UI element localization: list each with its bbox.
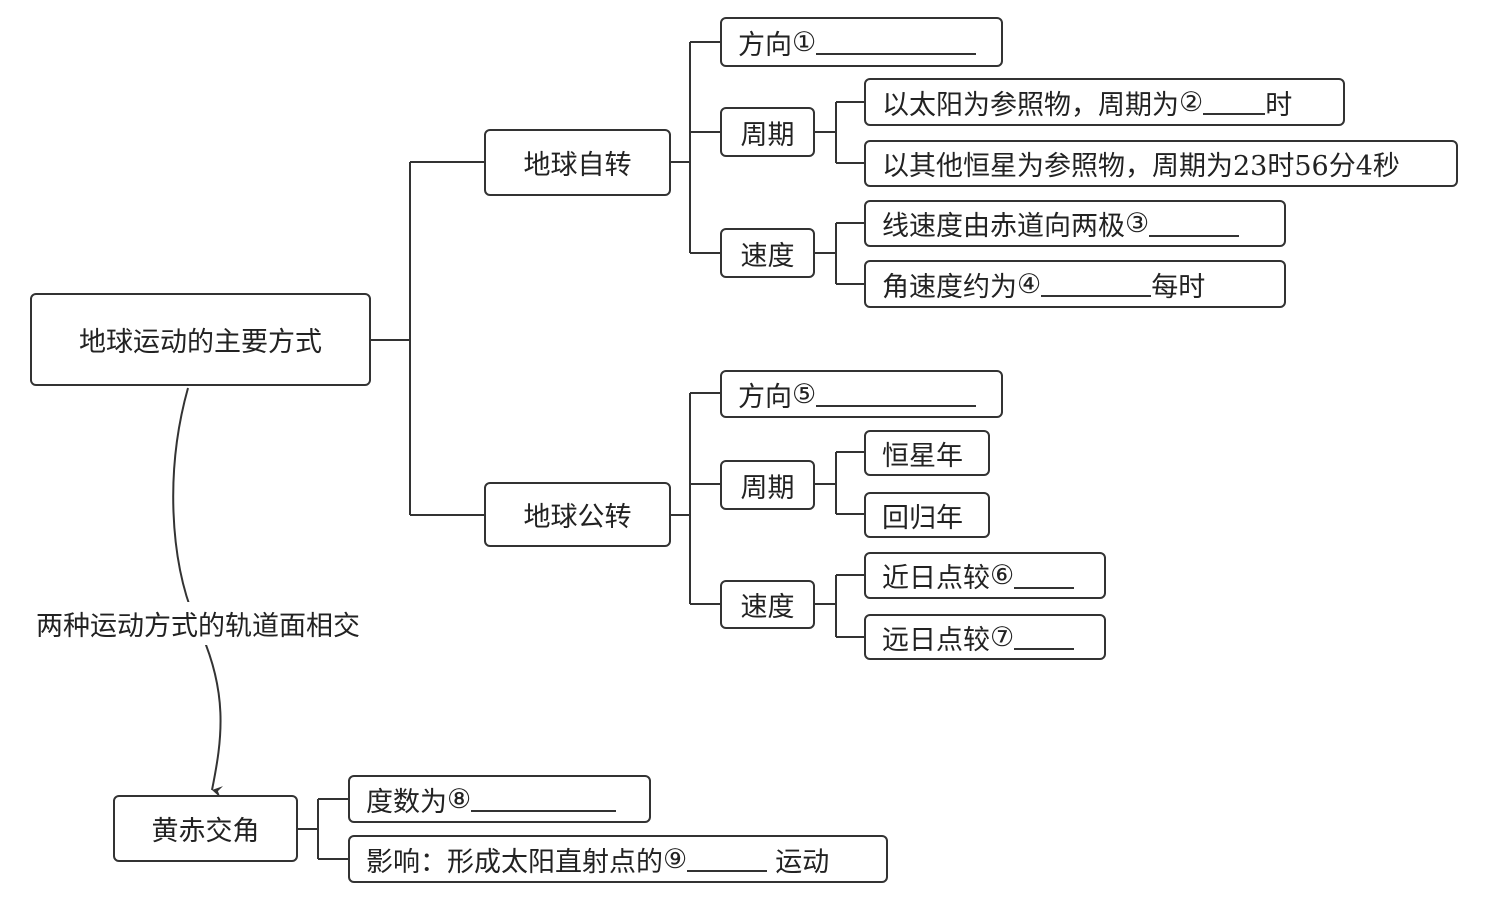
- connector-label: 两种运动方式的轨道面相交: [36, 602, 360, 645]
- text: 以太阳为参照物，周期为: [882, 89, 1179, 121]
- answer-blank: [1041, 271, 1152, 297]
- root-label: 地球运动的主要方式: [79, 327, 322, 358]
- rotation-speed-node: 速度: [720, 228, 815, 278]
- text: 方向: [738, 29, 792, 61]
- text: 每时: [1151, 271, 1206, 303]
- text: 周期: [740, 119, 795, 151]
- text: 运动: [775, 846, 830, 878]
- text: 恒星年: [882, 440, 963, 472]
- blank-number: ⑤: [792, 378, 817, 410]
- revolution-period-node: 周期: [720, 460, 815, 510]
- rotation-label: 地球自转: [523, 150, 632, 181]
- text: 远日点较: [882, 624, 990, 656]
- blank-number: ⑥: [990, 560, 1015, 591]
- obliquity-node: 黄赤交角: [113, 795, 298, 862]
- text: 角速度约为: [882, 271, 1017, 303]
- blank-number: ①: [792, 26, 817, 58]
- text: 方向: [738, 381, 792, 413]
- sidereal-day-node: 以其他恒星为参照物，周期为23时56分4秒: [864, 140, 1458, 187]
- answer-blank: [1149, 211, 1240, 237]
- revolution-speed-node: 速度: [720, 580, 815, 629]
- answer-blank: [687, 846, 768, 872]
- text: 线速度由赤道向两极: [882, 211, 1125, 242]
- text: 回归年: [882, 502, 963, 534]
- text: 影响：形成太阳直射点的: [366, 846, 663, 878]
- rotation-node: 地球自转: [484, 129, 671, 196]
- text: 速度: [740, 592, 795, 623]
- answer-blank: [1203, 89, 1266, 115]
- blank-number: ③: [1125, 208, 1150, 239]
- blank-number: ⑧: [447, 783, 472, 815]
- text: 以其他恒星为参照物，周期为23时56分4秒: [882, 151, 1400, 182]
- text: 近日点较: [882, 563, 990, 594]
- text: 周期: [740, 472, 795, 504]
- sidereal-year-node: 恒星年: [864, 430, 990, 476]
- answer-blank: [816, 29, 977, 55]
- revolution-node: 地球公转: [484, 482, 671, 547]
- answer-blank: [816, 381, 977, 407]
- answer-blank: [1014, 563, 1075, 589]
- blank-number: ⑦: [990, 621, 1015, 653]
- rotation-period-node: 周期: [720, 107, 815, 157]
- text: 时: [1265, 89, 1293, 121]
- answer-blank: [1014, 624, 1075, 650]
- blank-number: ④: [1017, 268, 1042, 300]
- tropical-year-node: 回归年: [864, 492, 990, 538]
- revolution-label: 地球公转: [523, 502, 632, 533]
- text: 黄赤交角: [151, 816, 260, 847]
- blank-number: ⑨: [663, 843, 688, 875]
- answer-blank: [471, 786, 617, 812]
- root-node: 地球运动的主要方式: [30, 293, 371, 386]
- blank-number: ②: [1179, 86, 1204, 118]
- text: 速度: [740, 240, 795, 272]
- text: 度数为: [366, 786, 447, 818]
